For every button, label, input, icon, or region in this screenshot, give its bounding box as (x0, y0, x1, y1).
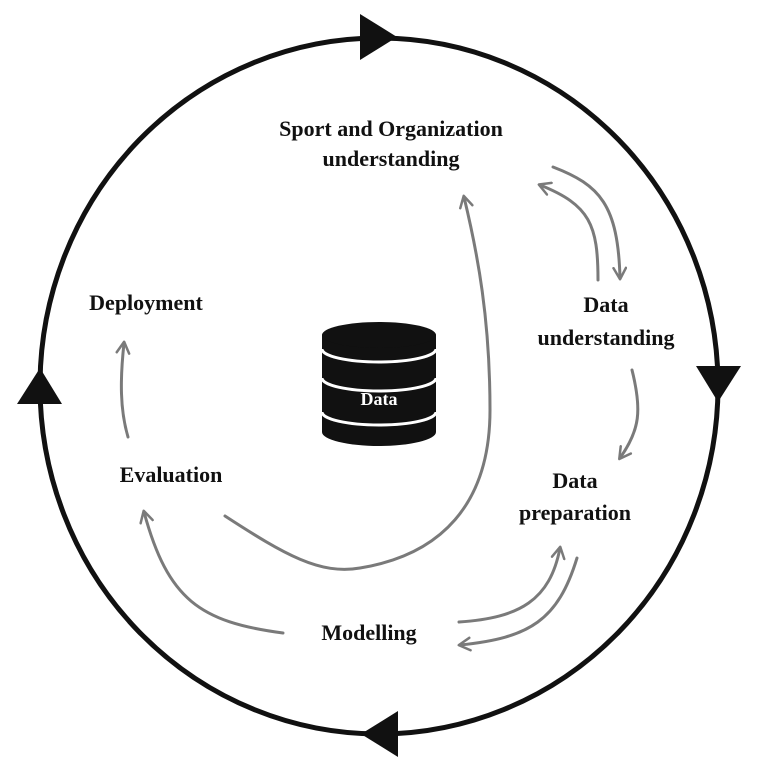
phase-sport-org-understanding-line1: Sport and Organization (279, 116, 503, 141)
phase-evaluation: Evaluation (120, 462, 223, 487)
phase-data-preparation-line2: preparation (519, 500, 631, 525)
cycle-arrow-top-icon (360, 14, 397, 60)
flow-arrow-data-understanding-to-sport (537, 181, 600, 282)
flow-arrow-modelling-to-preparation (457, 545, 566, 624)
flow-arrow-data-understanding-to-preparation (618, 368, 640, 461)
flow-arrow-sport-to-data-understanding (551, 165, 628, 281)
phase-deployment: Deployment (89, 290, 203, 315)
flow-arrow-evaluation-to-deployment (115, 340, 131, 439)
cycle-arrow-left-icon (17, 368, 62, 404)
phase-sport-org-understanding-line2: understanding (323, 146, 460, 171)
flow-arrow-evaluation-to-sport-understanding (223, 194, 492, 571)
cycle-arrow-right-icon (696, 366, 741, 402)
database-icon (320, 322, 438, 446)
cycle-arrow-bottom-icon (361, 711, 398, 757)
flow-arrow-preparation-to-modelling (457, 556, 579, 652)
phase-data-understanding-line2: understanding (538, 325, 675, 350)
flow-arrow-modelling-to-evaluation (139, 509, 285, 635)
database-label: Data (361, 389, 398, 409)
phase-data-preparation-line1: Data (552, 468, 597, 493)
phase-data-understanding-line1: Data (583, 292, 628, 317)
phase-modelling: Modelling (321, 620, 416, 645)
